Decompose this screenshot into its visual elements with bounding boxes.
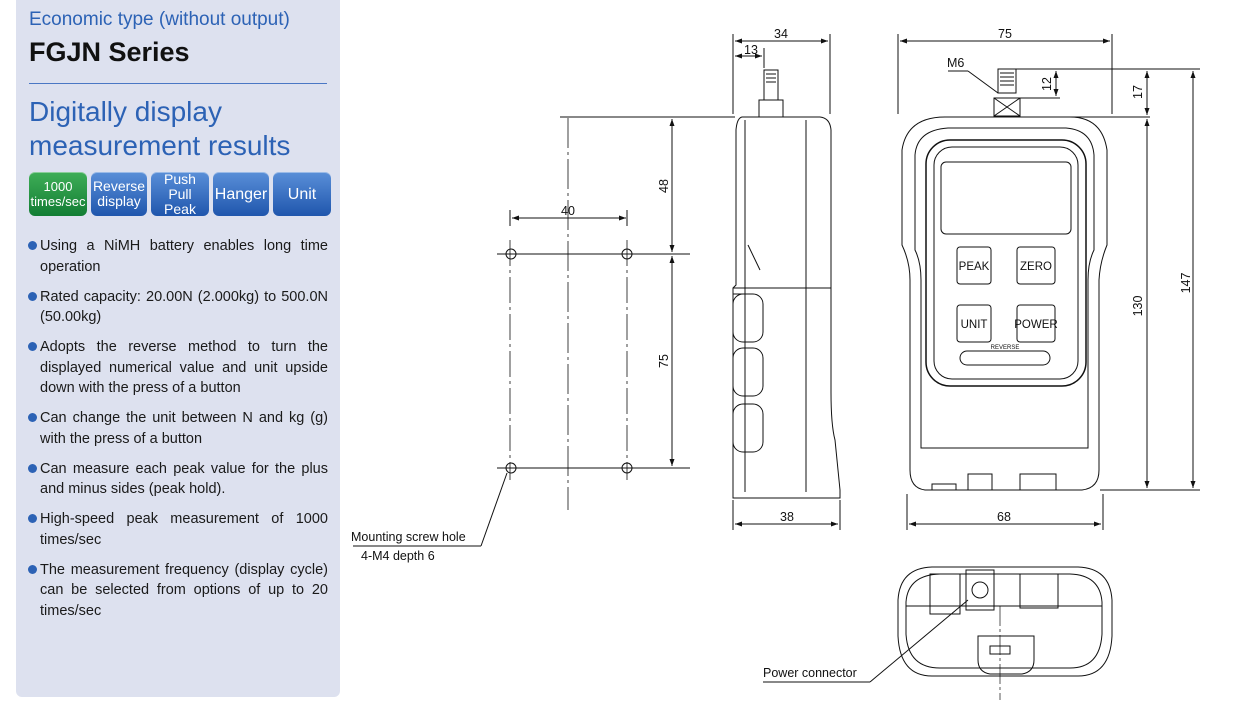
bottom-view [763, 566, 1113, 700]
list-item: Can measure each peak value for the plus… [28, 459, 328, 500]
dim-front-overall: 147 [1179, 273, 1193, 294]
side-view [732, 34, 841, 530]
power-connector-label: Power connector [763, 666, 857, 680]
dim-mount-lower: 75 [657, 354, 671, 368]
divider [29, 83, 327, 84]
dim-side-shaft: 13 [744, 43, 758, 57]
list-item: High-speed peak measurement of 1000 time… [28, 509, 328, 550]
mount-hole-label: Mounting screw hole [351, 530, 466, 544]
dim-thread-length: 12 [1040, 77, 1054, 91]
list-item: Adopts the reverse method to turn the di… [28, 337, 328, 399]
list-item: Using a NiMH battery enables long time o… [28, 236, 328, 277]
badge-speed: 1000 times/sec [29, 172, 87, 216]
power-key-label: POWER [1014, 319, 1057, 331]
list-item: Rated capacity: 20.00N (2.000kg) to 500.… [28, 287, 328, 328]
product-subtitle: Economic type (without output) [29, 9, 290, 30]
dim-front-top: 17 [1131, 85, 1145, 99]
badge-reverse: Reverse display [91, 172, 147, 216]
dim-front-body: 130 [1131, 296, 1145, 317]
list-item: Can change the unit between N and kg (g)… [28, 408, 328, 449]
spec-panel: Economic type (without output) FGJN Seri… [16, 0, 340, 697]
dim-side-total: 34 [774, 27, 788, 41]
badge-hanger: Hanger [213, 172, 269, 216]
reverse-key-label: REVERSE [991, 345, 1020, 351]
dim-front-width: 75 [998, 27, 1012, 41]
zero-key-label: ZERO [1020, 261, 1052, 273]
dim-side-bottom: 38 [780, 510, 794, 524]
dim-mount-width: 40 [561, 204, 575, 218]
front-view [897, 34, 1200, 530]
label-thread: M6 [947, 56, 964, 70]
unit-key-label: UNIT [961, 319, 988, 331]
headline: Digitally display measurement results [29, 96, 291, 161]
mount-hole-pattern [353, 116, 735, 547]
mount-hole-spec: 4-M4 depth 6 [361, 549, 435, 563]
dim-mount-upper: 48 [657, 179, 671, 193]
feature-list: Using a NiMH battery enables long time o… [28, 236, 328, 631]
dim-front-bottom: 68 [997, 510, 1011, 524]
feature-badges: 1000 times/sec Reverse display Push Pull… [29, 171, 331, 216]
list-item: The measurement frequency (display cycle… [28, 560, 328, 622]
peak-key-label: PEAK [959, 261, 990, 273]
series-title: FGJN Series [29, 37, 190, 67]
badge-unit: Unit [273, 172, 331, 216]
badge-push-pull: Push Pull Peak [151, 171, 209, 216]
